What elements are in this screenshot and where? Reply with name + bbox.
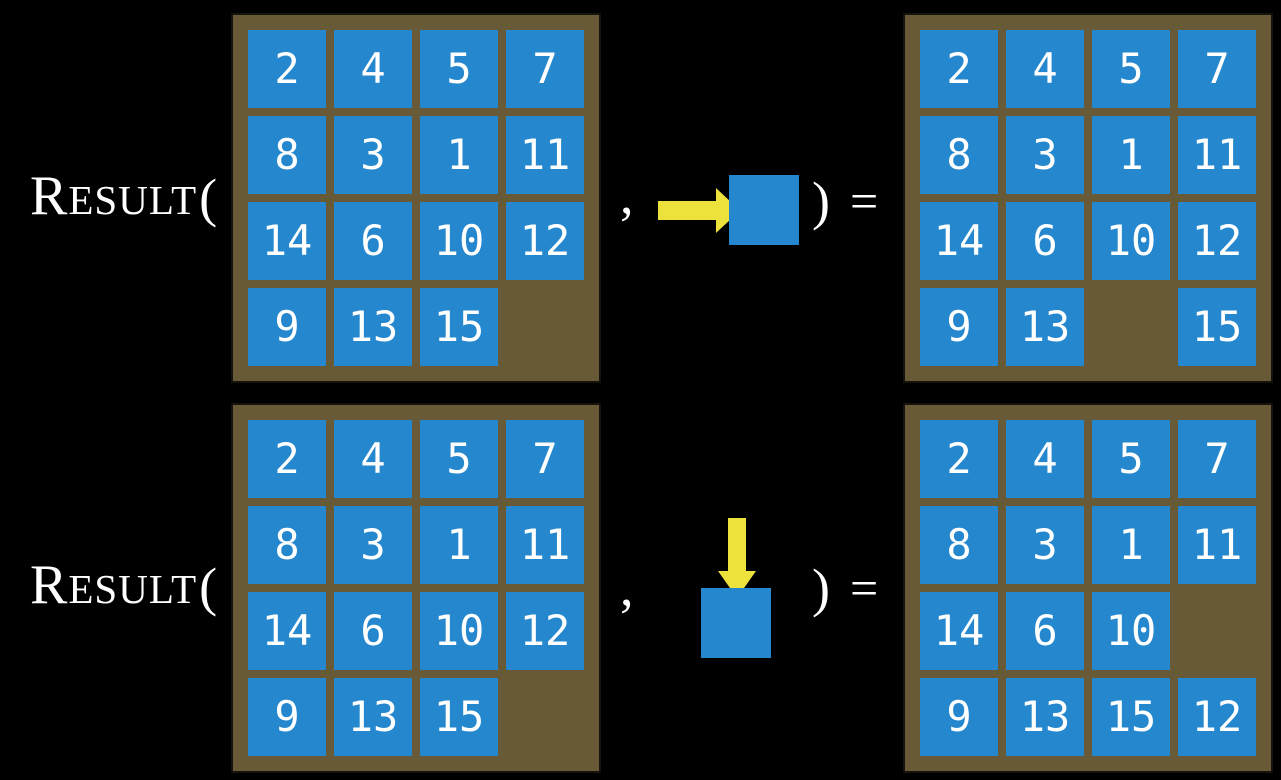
before-state-board: 2 4 5 7 8 3 1 11 14 6 10 12 9 13 15 [231,403,601,773]
tile-cell [506,288,584,366]
tile-cell: 6 [334,592,412,670]
tile-cell: 6 [1006,592,1084,670]
tile-cell: 11 [506,116,584,194]
tile-cell: 13 [334,678,412,756]
close-paren: ) [812,171,830,231]
tile-cell: 5 [420,420,498,498]
tile-cell: 8 [920,116,998,194]
tile-cell: 7 [506,420,584,498]
tile-cell: 11 [1178,116,1256,194]
tile-cell: 12 [506,592,584,670]
tile-cell: 3 [1006,116,1084,194]
tile-cell: 7 [1178,30,1256,108]
tile-cell [506,678,584,756]
tile-cell: 15 [420,288,498,366]
equals-sign: = [850,173,879,229]
function-name-rest: ESULT [68,177,198,223]
tile-cell: 8 [248,506,326,584]
tile-cell: 1 [420,506,498,584]
tile-cell: 9 [920,288,998,366]
tile-cell: 12 [1178,202,1256,280]
tile-cell: 3 [334,116,412,194]
tile-cell: 2 [248,30,326,108]
tile-cell: 11 [1178,506,1256,584]
tile-cell: 15 [1178,288,1256,366]
tile-cell: 6 [334,202,412,280]
open-paren: ( [199,557,218,617]
comma-separator: , [620,557,634,617]
after-state-board: 2 4 5 7 8 3 1 11 14 6 10 12 9 13 15 [903,13,1273,383]
tile-cell: 13 [1006,678,1084,756]
tile-cell: 10 [420,592,498,670]
tile-cell: 10 [1092,592,1170,670]
tile-cell: 4 [334,30,412,108]
comma-separator: , [620,165,634,225]
tile-cell: 14 [920,202,998,280]
tile-cell: 8 [248,116,326,194]
function-name-initial: R [30,165,69,227]
after-state-board: 2 4 5 7 8 3 1 11 14 6 10 9 13 15 12 [903,403,1273,773]
function-name-rest: ESULT [68,566,198,612]
tile-cell: 9 [248,678,326,756]
tile-cell: 2 [920,420,998,498]
tile-cell: 15 [1092,678,1170,756]
tile-cell [1092,288,1170,366]
tile-cell: 7 [506,30,584,108]
tile-cell: 2 [920,30,998,108]
tile-cell: 11 [506,506,584,584]
tile-cell: 5 [1092,30,1170,108]
tile-cell: 13 [1006,288,1084,366]
tile-cell [1178,592,1256,670]
tile-cell: 5 [420,30,498,108]
tile-cell: 6 [1006,202,1084,280]
move-right-arrow-icon [658,188,740,233]
before-state-board: 2 4 5 7 8 3 1 11 14 6 10 12 9 13 15 [231,13,601,383]
tile-cell: 15 [420,678,498,756]
tile-cell: 1 [420,116,498,194]
function-name-initial: R [30,554,69,616]
tile-cell: 5 [1092,420,1170,498]
tile-cell: 4 [334,420,412,498]
action-tile-square [729,175,799,245]
tile-cell: 3 [334,506,412,584]
tile-cell: 4 [1006,420,1084,498]
tile-cell: 10 [420,202,498,280]
tile-cell: 1 [1092,116,1170,194]
tile-cell: 3 [1006,506,1084,584]
tile-cell: 14 [248,592,326,670]
tile-cell: 9 [248,288,326,366]
equals-sign: = [850,560,879,616]
tile-cell: 8 [920,506,998,584]
tile-cell: 14 [248,202,326,280]
move-down-arrow-icon [718,518,756,598]
tile-cell: 4 [1006,30,1084,108]
close-paren: ) [812,558,830,618]
tile-cell: 10 [1092,202,1170,280]
tile-cell: 12 [506,202,584,280]
tile-cell: 14 [920,592,998,670]
open-paren: ( [199,168,218,228]
action-tile-square [701,588,771,658]
tile-cell: 12 [1178,678,1256,756]
tile-cell: 1 [1092,506,1170,584]
tile-cell: 13 [334,288,412,366]
tile-cell: 7 [1178,420,1256,498]
tile-cell: 2 [248,420,326,498]
tile-cell: 9 [920,678,998,756]
